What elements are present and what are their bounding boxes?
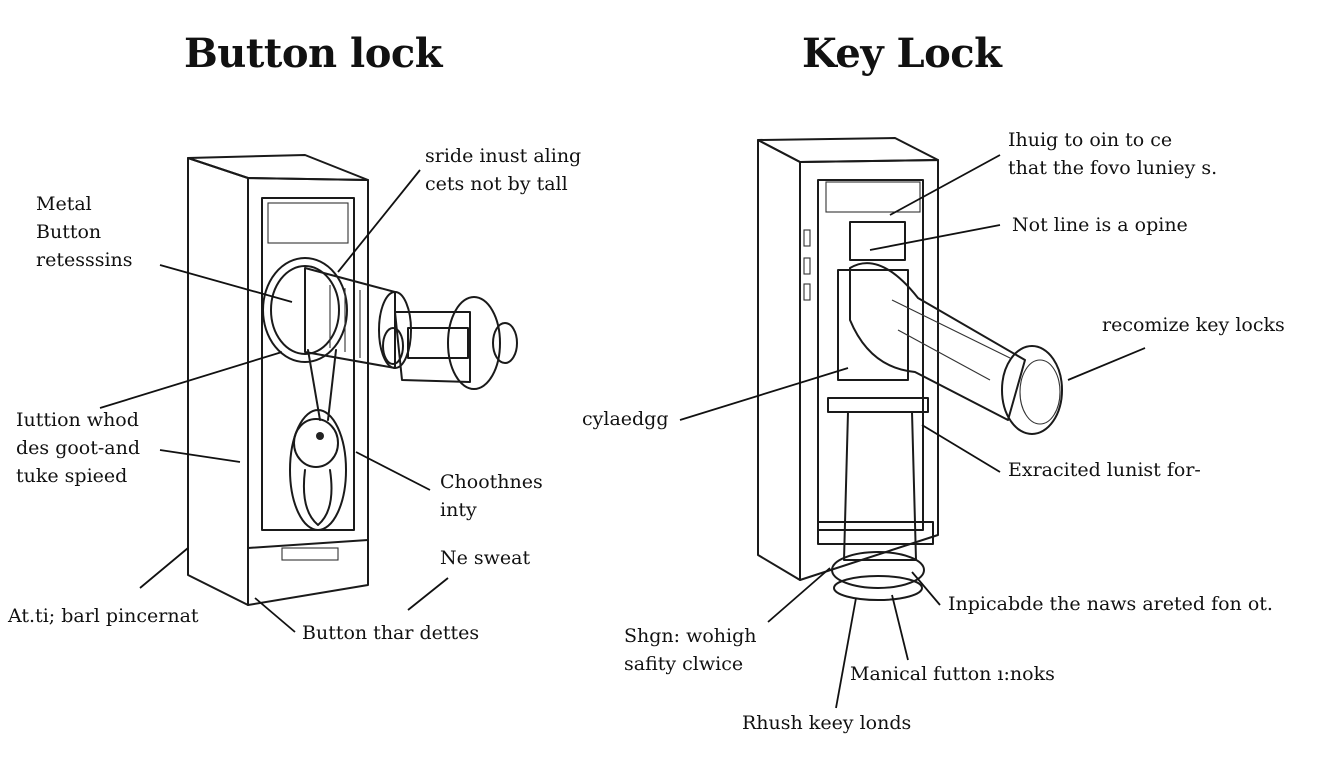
label-manical: Manical futton ı:noks: [850, 663, 1055, 685]
label-recomize: recomize key locks: [1102, 314, 1285, 336]
label-shgn: Shgn: wohigh safity clwice: [624, 625, 757, 675]
label-choothnes: Choothnes inty: [440, 471, 543, 521]
label-button-whod: Iuttion whod des goot-and tuke spieed: [16, 409, 141, 487]
label-not-line: Not line is a opine: [1012, 214, 1188, 236]
label-key-top-note: Ihuig to oin to ce that the fovo luniey …: [1008, 129, 1218, 179]
key-lock-housing: [757, 137, 939, 601]
key-lock-title: Key Lock: [802, 30, 1002, 77]
button-lock-housing: [187, 154, 369, 606]
key-body: [849, 262, 1063, 435]
label-rhush: Rhush keey londs: [742, 712, 912, 734]
label-button-top-note: sride inust aling cets not by tall: [425, 145, 582, 195]
button-cylinder: [262, 257, 518, 390]
label-exracited: Exracited lunist for-: [1008, 459, 1201, 481]
label-inpicabde: Inpicabde the naws areted fon ot.: [948, 593, 1273, 615]
label-button-bottom-center: Button thar dettes: [302, 622, 480, 644]
label-ne-sweat: Ne sweat: [440, 547, 531, 569]
label-metal-button: Metal Button retesssins: [36, 193, 133, 271]
label-bottom-left: At.ti; barl pincernat: [8, 605, 199, 627]
button-lock-title: Button lock: [184, 30, 442, 77]
key-lock-leaders: [679, 154, 1146, 709]
button-lock-leaders: [99, 169, 449, 633]
label-cylaedgg: cylaedgg: [582, 408, 669, 430]
